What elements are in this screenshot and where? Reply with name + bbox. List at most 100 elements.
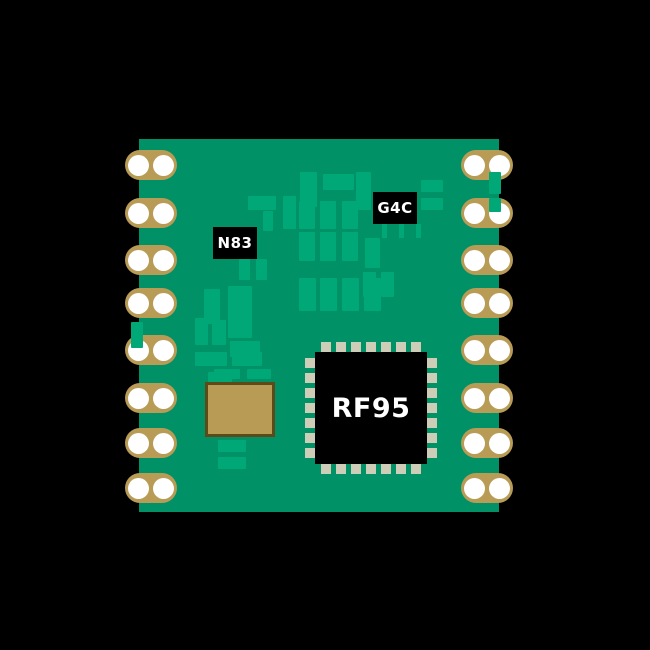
edge-pad-left-8[interactable] [125, 473, 177, 503]
g4c-chip-text: G4C [377, 198, 413, 217]
pad-hole [128, 477, 150, 499]
smd-pad [299, 278, 316, 311]
pad-hole [128, 292, 150, 314]
n83-chip[interactable]: N83 [213, 227, 257, 259]
qfp-pin [425, 418, 437, 428]
edge-pad-right-5[interactable] [461, 335, 513, 365]
rf95-chip-text: RF95 [331, 392, 411, 424]
smd-pad [365, 238, 380, 268]
edge-pad-right-2[interactable] [461, 198, 513, 228]
ic-leg [382, 224, 387, 238]
pad-hole [488, 477, 510, 499]
smd-pad [131, 322, 143, 348]
qfp-pin [351, 462, 361, 474]
smd-pad [195, 318, 208, 345]
pad-hole [464, 432, 486, 454]
qfp-pin [366, 462, 376, 474]
smd-pad [421, 180, 443, 192]
qfp-pin [381, 462, 391, 474]
qfp-pin [305, 403, 317, 413]
rf95-chip[interactable]: RF95 [305, 342, 437, 474]
edge-pad-left-3[interactable] [125, 245, 177, 275]
pad-hole [464, 339, 486, 361]
pad-hole [128, 249, 150, 271]
pad-hole [464, 249, 486, 271]
edge-pad-left-7[interactable] [125, 428, 177, 458]
qfp-pin [321, 342, 331, 354]
smd-pad [208, 372, 232, 382]
pad-hole [152, 432, 174, 454]
pad-hole [152, 387, 174, 409]
pad-hole [464, 387, 486, 409]
smd-pad [299, 201, 315, 229]
qfp-pin [321, 462, 331, 474]
smd-pad [263, 211, 273, 231]
pad-hole [152, 202, 174, 224]
qfp-pin [411, 462, 421, 474]
smd-pad [212, 320, 226, 345]
qfp-pin [336, 342, 346, 354]
rf95-chip-body[interactable]: RF95 [315, 352, 427, 464]
smd-pad [342, 201, 358, 229]
ic-leg [416, 224, 421, 238]
smd-pad [381, 272, 394, 297]
smd-pad [256, 259, 267, 280]
n83-chip-text: N83 [217, 233, 253, 252]
qfp-pin [305, 418, 317, 428]
smd-pad [218, 440, 246, 452]
smd-pad [320, 232, 336, 261]
qfp-pin [305, 388, 317, 398]
smd-pad [299, 232, 315, 261]
smd-pad [323, 174, 354, 190]
pad-hole [464, 202, 486, 224]
smd-pad [228, 286, 252, 338]
smd-pad [342, 232, 358, 261]
qfp-pin [425, 373, 437, 383]
pad-hole [152, 477, 174, 499]
edge-pad-right-4[interactable] [461, 288, 513, 318]
qfp-pin [305, 433, 317, 443]
qfp-pin [411, 342, 421, 354]
qfp-pin [425, 433, 437, 443]
qfp-pin [396, 342, 406, 354]
pad-hole [152, 249, 174, 271]
edge-pad-right-8[interactable] [461, 473, 513, 503]
pad-hole [488, 432, 510, 454]
pad-hole [488, 387, 510, 409]
edge-pad-right-6[interactable] [461, 383, 513, 413]
edge-pad-right-7[interactable] [461, 428, 513, 458]
smd-pad [489, 198, 501, 212]
pad-hole [152, 339, 174, 361]
smd-pad [421, 198, 443, 210]
pad-hole [128, 154, 150, 176]
qfp-pin [305, 448, 317, 458]
smd-pad [218, 457, 246, 469]
edge-pad-left-5[interactable] [125, 335, 177, 365]
qfp-pin [396, 462, 406, 474]
edge-pad-right-1[interactable] [461, 150, 513, 180]
smd-pad [195, 352, 227, 366]
smd-pad [489, 172, 501, 194]
smd-pad [248, 196, 276, 210]
smd-pad [342, 278, 359, 311]
qfp-pin [425, 358, 437, 368]
pad-hole [128, 432, 150, 454]
edge-pad-right-3[interactable] [461, 245, 513, 275]
g4c-chip[interactable]: G4C [373, 192, 417, 224]
gold-shield-pad[interactable] [205, 382, 275, 437]
pad-hole [488, 292, 510, 314]
edge-pad-left-1[interactable] [125, 150, 177, 180]
ic-leg [399, 224, 404, 238]
qfp-pin [425, 403, 437, 413]
qfp-pin [425, 388, 437, 398]
smd-pad [320, 201, 336, 229]
smd-pad [239, 259, 250, 280]
edge-pad-left-6[interactable] [125, 383, 177, 413]
pad-hole [128, 202, 150, 224]
smd-pad [356, 172, 371, 210]
smd-pad [283, 196, 296, 229]
edge-pad-left-4[interactable] [125, 288, 177, 318]
smd-pad [232, 352, 262, 366]
edge-pad-left-2[interactable] [125, 198, 177, 228]
